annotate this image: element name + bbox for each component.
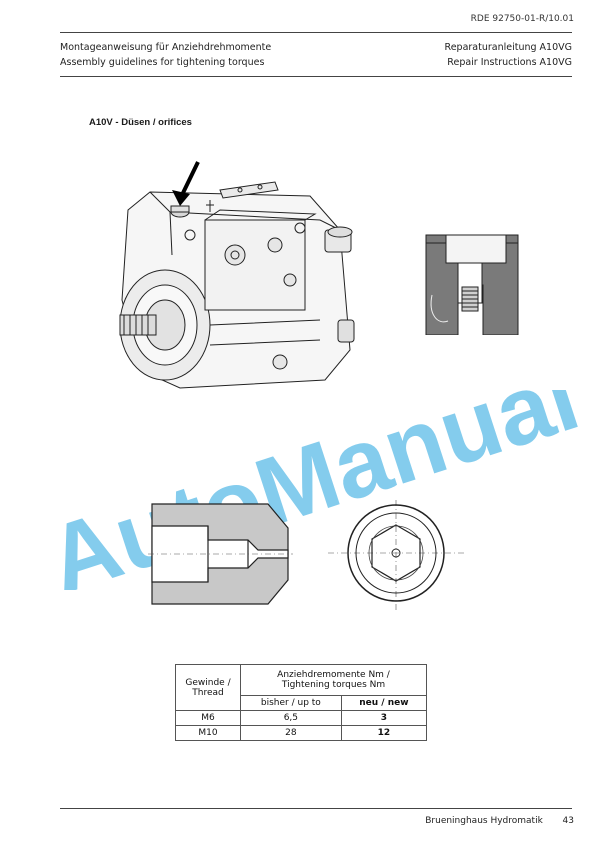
new-value-header: neu / new <box>340 695 428 711</box>
orifice-section-detail <box>425 234 519 335</box>
header-manual-en: Repair Instructions A10VG <box>447 57 572 68</box>
new-torque-cell: 12 <box>340 725 428 741</box>
section-title: A10V - Düsen / orifices <box>89 117 192 128</box>
orifice-end-view <box>328 500 464 610</box>
watermark-text: AutoManual <box>60 390 591 590</box>
watermark: AutoManual <box>60 390 591 590</box>
header-right: Reparaturanleitung A10VG Repair Instruct… <box>445 40 572 70</box>
torque-header-de: Anziehdremomente Nm / <box>277 670 390 680</box>
table-row: M10 28 12 <box>175 725 428 741</box>
footer: Brueninghaus Hydromatik 43 <box>425 816 574 826</box>
torque-header-en: Tightening torques Nm <box>281 680 386 690</box>
thread-header: Gewinde / Thread <box>175 664 241 711</box>
footer-rule <box>60 808 572 809</box>
header-title-de: Montageanweisung für Anziehdrehmomente <box>60 42 272 53</box>
thread-cell: M10 <box>175 725 241 741</box>
old-torque-cell: 28 <box>240 725 342 741</box>
thread-header-en: Thread <box>192 687 224 698</box>
torque-table: Gewinde / Thread Anziehdremomente Nm / T… <box>175 664 428 741</box>
header-title-en: Assembly guidelines for tightening torqu… <box>60 57 265 68</box>
footer-company: Brueninghaus Hydromatik <box>425 816 543 826</box>
page-number: 43 <box>562 816 574 826</box>
table-row: M6 6,5 3 <box>175 710 428 726</box>
thread-header-de: Gewinde / <box>185 677 231 688</box>
header-manual-de: Reparaturanleitung A10VG <box>444 42 572 53</box>
document-reference: RDE 92750-01-R/10.01 <box>470 14 574 24</box>
pump-illustration <box>119 161 355 389</box>
new-torque-cell: 3 <box>340 710 428 726</box>
old-torque-cell: 6,5 <box>240 710 342 726</box>
header-top-rule <box>60 32 572 33</box>
torque-group-header: Anziehdremomente Nm / Tightening torques… <box>240 664 427 696</box>
table-subheader-row: bisher / up to neu / new <box>176 695 428 711</box>
table-header-row: Gewinde / Thread Anziehdremomente Nm / T… <box>175 664 427 711</box>
old-value-header: bisher / up to <box>240 695 342 711</box>
orifice-side-section <box>148 503 293 605</box>
header-left: Montageanweisung für Anziehdrehmomente A… <box>60 40 271 70</box>
thread-cell: M6 <box>175 710 241 726</box>
header-bottom-rule <box>60 76 572 77</box>
